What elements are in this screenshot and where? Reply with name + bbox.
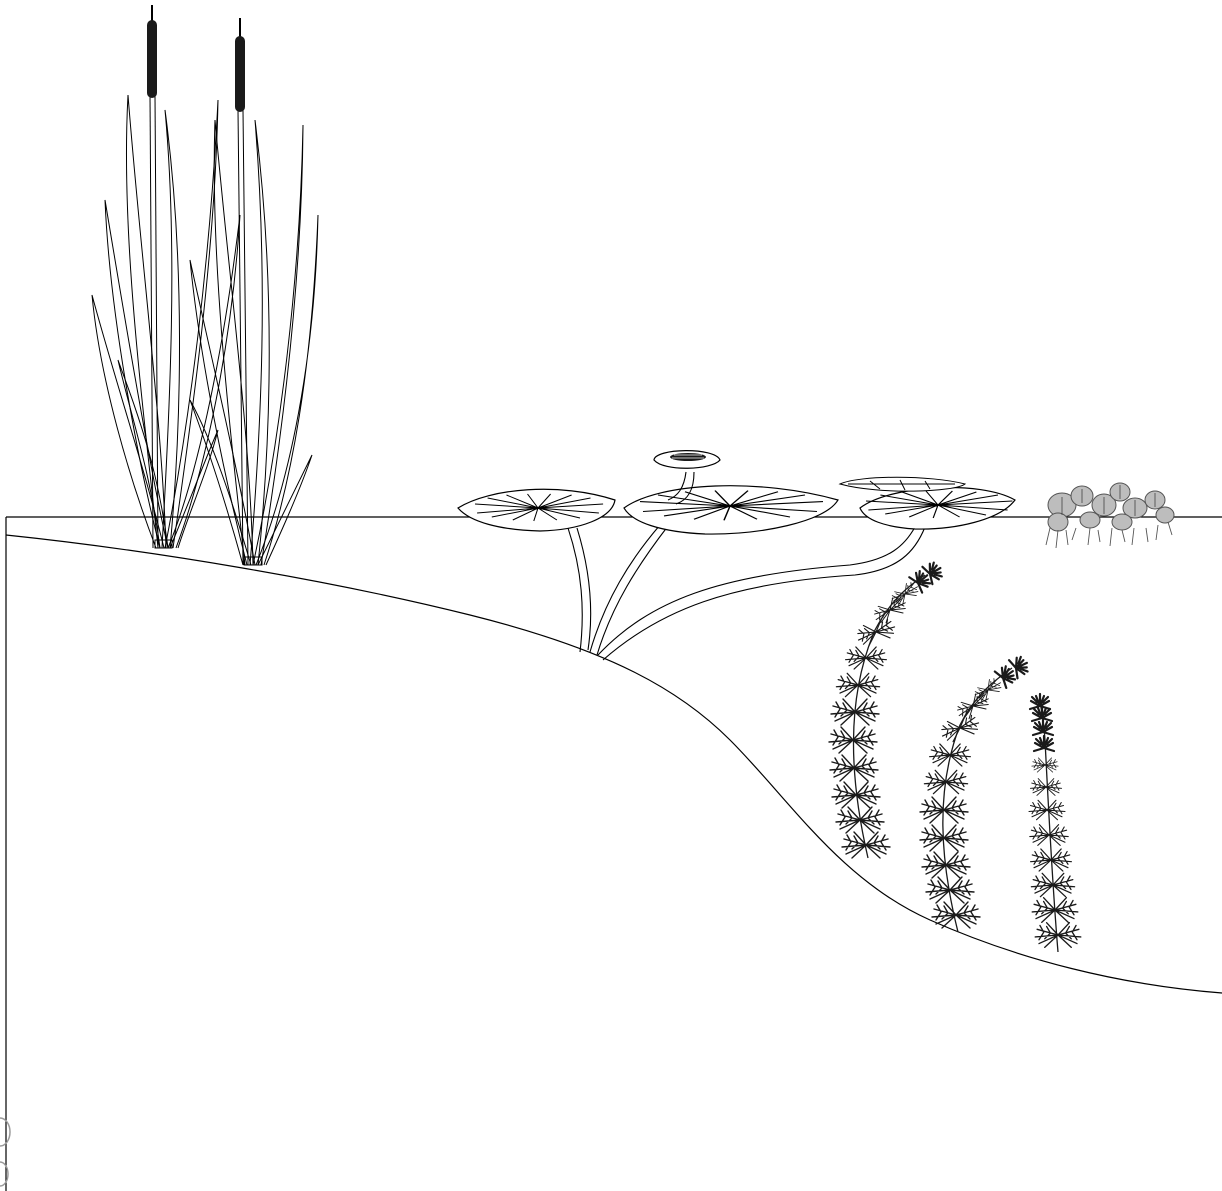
cattail-plant	[190, 18, 318, 565]
water-lily-plant	[458, 451, 1015, 660]
lily-pad	[860, 488, 1015, 530]
corner-marks	[0, 1118, 10, 1186]
lily-pad	[458, 489, 615, 531]
cattail-head	[235, 36, 245, 112]
pond-bottom-profile	[6, 517, 1222, 1191]
submerged-plant	[829, 559, 945, 858]
cattail-head	[147, 20, 157, 98]
lily-leaf-curled	[840, 477, 965, 491]
lily-pad	[624, 486, 838, 534]
submerged-plant	[920, 654, 1031, 932]
floating-plant	[1046, 483, 1174, 548]
submerged-plant	[1029, 694, 1081, 952]
